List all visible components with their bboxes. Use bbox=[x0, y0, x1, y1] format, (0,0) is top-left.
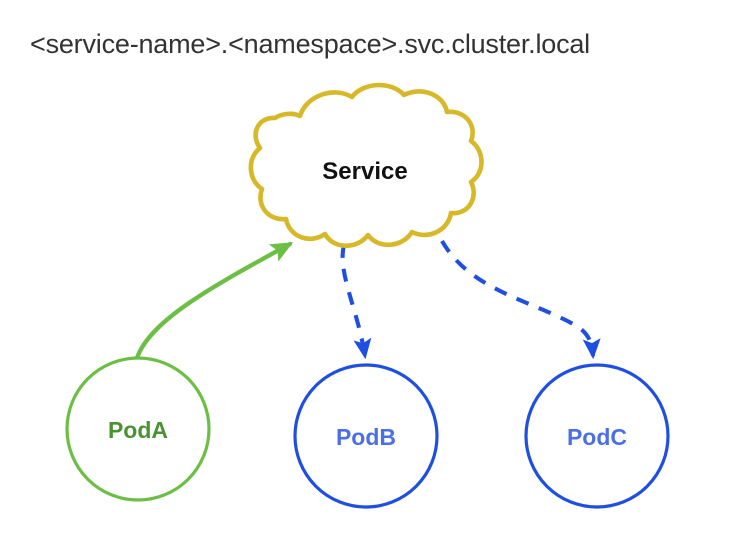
pod-node-poda[interactable]: PodA bbox=[65, 356, 211, 502]
pod-node-podb[interactable]: PodB bbox=[293, 363, 439, 509]
service-node[interactable]: Service bbox=[248, 82, 484, 249]
poda-circle bbox=[65, 356, 211, 502]
podb-circle bbox=[293, 363, 439, 509]
dns-fqdn-title: <service-name>.<namespace>.svc.cluster.l… bbox=[30, 29, 590, 59]
podc-label: PodC bbox=[567, 424, 627, 450]
connector-service-to-podb bbox=[340, 244, 372, 360]
connector-service-to-podc bbox=[440, 239, 601, 360]
service-label: Service bbox=[322, 158, 407, 185]
pod-node-podc[interactable]: PodC bbox=[524, 363, 670, 509]
poda-label: PodA bbox=[108, 417, 168, 443]
podc-circle bbox=[524, 363, 670, 509]
podb-label: PodB bbox=[336, 424, 396, 450]
connector-poda-to-service bbox=[134, 241, 294, 361]
service-cloud-shape bbox=[248, 82, 484, 249]
